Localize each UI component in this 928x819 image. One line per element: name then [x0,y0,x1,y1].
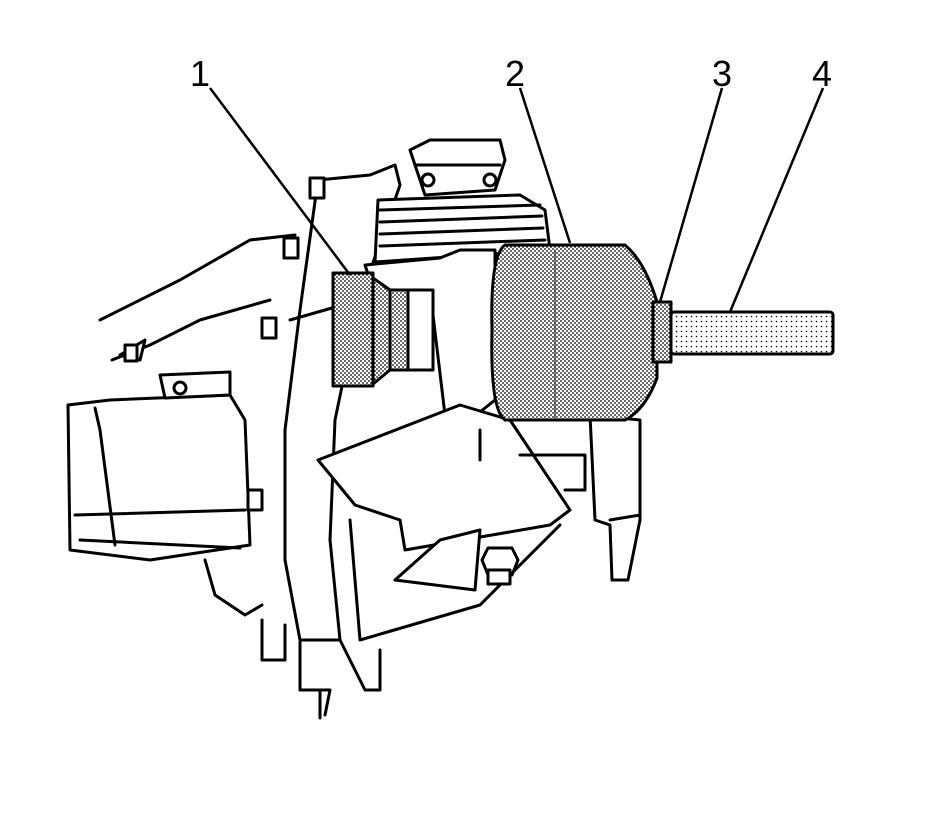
leader-3 [658,87,724,303]
installer-body [490,243,659,422]
axle-housing [66,233,297,617]
callout-1: 1 [190,53,210,94]
driver-handle [669,310,835,356]
leader-4 [728,87,825,313]
callout-4: 4 [812,53,832,94]
leader-lines [208,87,825,313]
seal-adapter [331,271,435,388]
flange-bolts [123,176,326,512]
leader-2 [518,87,572,244]
callout-3: 3 [712,53,732,94]
housing-bolt [480,546,520,586]
installer-collar [651,300,673,364]
callout-labels: 1 2 3 4 [190,53,832,94]
carrier-flange [260,163,402,720]
leader-1 [208,87,352,276]
callout-2: 2 [505,53,525,94]
